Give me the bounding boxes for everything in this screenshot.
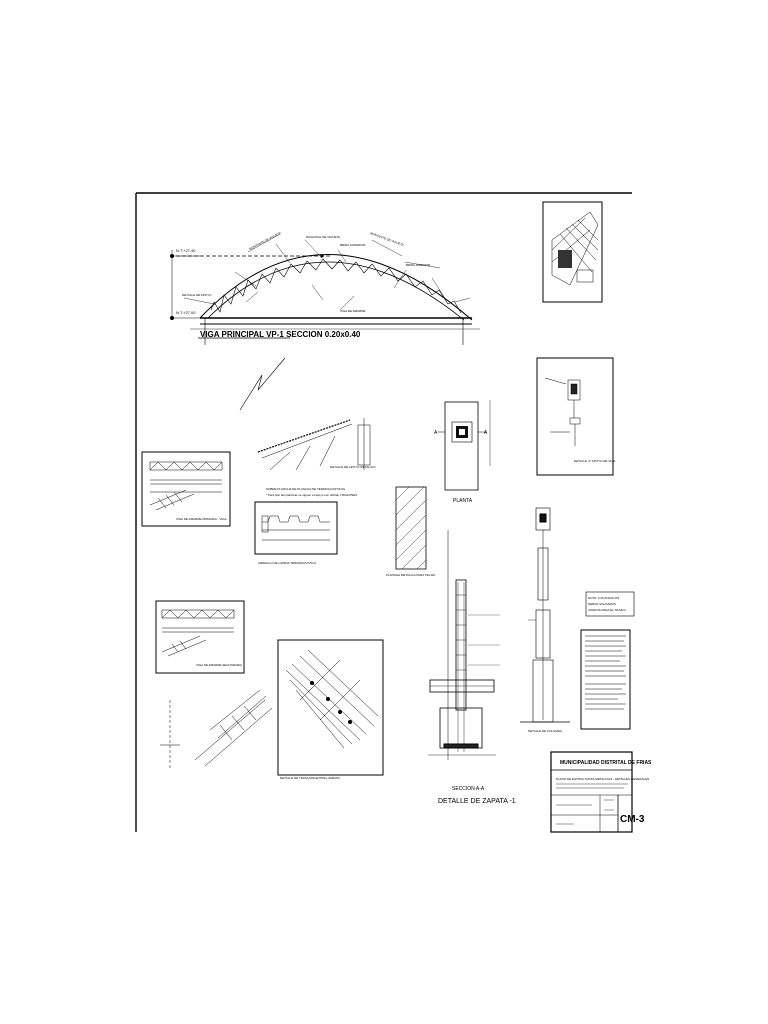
detail-apoyo-viga: DETALLE 'A' APOYO DE VIGA (536, 357, 615, 476)
nota-line-1: NOTA: LOS ANGULOS (588, 596, 619, 600)
specifications-box (580, 629, 631, 730)
isometric-detail (542, 201, 603, 303)
lamina-traslapes: ARREGLO DE LAMINA TERMOACUSTICA (254, 501, 338, 565)
seccion-zapata (428, 530, 500, 760)
truss-note-6: DETALLE DE APOYO (182, 293, 212, 297)
truss-note-1: MONTANTE DE VIGUETA (249, 231, 282, 251)
level-bottom-label: N.T.+27.00 (176, 310, 196, 315)
level-marker-bottom-icon (170, 316, 174, 320)
nota-line-2: SERAN SOLDADOS (588, 602, 616, 606)
truss-note-7: VIGA DE AMARRE (340, 309, 366, 313)
viga-amarre-secundaria: VIGA DE AMARRE SECUNDARIA (155, 600, 245, 674)
nota-line-3: (UNIDOS PARA EL TRAZO) (588, 608, 626, 612)
truss-note-5: BRIDA INFERIOR (406, 263, 431, 267)
nota-box: NOTA: LOS ANGULOS SERAN SOLDADOS (UNIDOS… (585, 591, 635, 617)
zapata-title: DETALLE DE ZAPATA -1 (438, 798, 516, 805)
planta-label: PLANTA (453, 498, 473, 504)
roof-slope-detail (257, 418, 371, 471)
plancha-techo-label: PLANCHA METALICA PARA TECHO (386, 573, 436, 577)
traslape-laminas: DETALLE DE TRASLAPE ENTRE LAMINAS (277, 639, 384, 780)
section-mark-left: A (434, 430, 438, 436)
truss-note-2: MONTANTE DE VIGUETA (370, 231, 405, 247)
traslapes-label: ARREGLO DE LAMINA TERMOACUSTICA (258, 561, 316, 565)
columna-label: DETALLE DE COLUMNA (528, 729, 562, 733)
arched-truss (170, 233, 480, 345)
isometric-brace (160, 689, 273, 770)
truss-note-3: DIAGONAL DE VIGUETA (306, 235, 340, 239)
sobre-plancha-label: SOBRE PLANCHA DE PLANCHA DE TERMOACUSTIC… (266, 487, 345, 491)
viga-amarre-primaria-label: VIGA DE AMARRE PRIMARIA - VIGA (176, 517, 227, 521)
sheet-code: CM-3 (620, 814, 645, 825)
level-top-label: N.T.+27.40 (176, 248, 196, 253)
break-line (239, 357, 286, 411)
project-name: PLANO DE ESTRUCTURAS METALICAS - DETALLE… (556, 777, 649, 781)
viga-amarre-primaria: VIGA DE AMARRE PRIMARIA - VIGA (141, 451, 231, 527)
seccion-label: SECCION A-A (452, 786, 485, 792)
crown-point-icon (320, 254, 324, 258)
municipality-name: MUNICIPALIDAD DISTRITAL DE FRIAS (560, 760, 652, 766)
detail-apoyo-viga-label: DETALLE 'A' APOYO DE VIGA (574, 459, 615, 463)
detalle-columna (520, 507, 570, 723)
traslape-laminas-label: DETALLE DE TRASLAPE ENTRE LAMINAS (280, 776, 340, 780)
level-marker-top-icon (170, 254, 174, 258)
sheet-border (135, 192, 632, 832)
title-block: MUNICIPALIDAD DISTRITAL DE FRIAS PLANO D… (550, 751, 652, 833)
viga-secundaria-label: VIGA DE AMARRE SECUNDARIA (196, 663, 242, 667)
sobre-plancha-note: * Para fijar las planchas se siguen el a… (266, 493, 357, 497)
planta-zapata: A A PLANTA (434, 400, 491, 504)
truss-note-4: BRIDA SUPERIOR (340, 243, 366, 247)
section-mark-right: A (484, 430, 488, 436)
apoyo-metalico-label: DETALLE DE APOYO METALICO (330, 465, 376, 469)
plancha-techo: PLANCHA METALICA PARA TECHO (386, 486, 436, 577)
truss-title: VIGA PRINCIPAL VP-1 SECCION 0.20x0.40 (200, 330, 361, 339)
